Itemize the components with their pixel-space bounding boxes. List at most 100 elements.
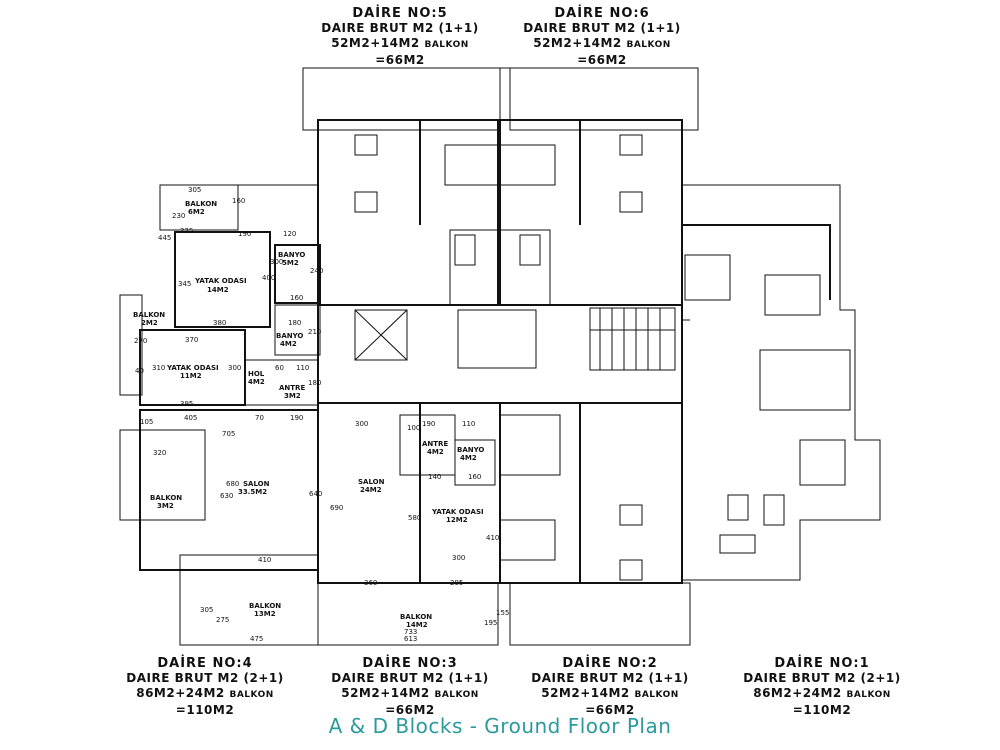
dim-label: 40 xyxy=(135,367,144,375)
apartment-number: DAİRE NO:4 xyxy=(157,656,253,671)
dim-label: 295 xyxy=(450,579,463,587)
apartment-number: DAİRE NO:6 xyxy=(554,6,650,21)
apartment-total: =110M2 xyxy=(792,703,852,717)
room-banyo-4-area: 4M2 xyxy=(280,340,297,348)
room-antre-3: ANTRE xyxy=(279,384,305,392)
dim-label: 120 xyxy=(283,230,296,238)
top-balcony-left xyxy=(302,67,501,131)
room-banyo-5: BANYO xyxy=(278,251,305,259)
dim-label: 690 xyxy=(330,504,343,512)
top-balcony-right xyxy=(509,67,699,131)
room-balkon-3-area: 3M2 xyxy=(157,502,174,510)
dim-label: 395 xyxy=(180,400,193,408)
dim-label: 345 xyxy=(178,280,191,288)
dim-label: 180 xyxy=(288,319,301,327)
room-banyo-5-area: 5M2 xyxy=(282,259,299,267)
plan-caption: A & D Blocks - Ground Floor Plan xyxy=(328,714,672,738)
dim-label: 733 xyxy=(404,628,417,636)
apartment-area: 86M2+24M2 xyxy=(753,686,842,700)
apartment-6-outline xyxy=(499,119,683,306)
apartment-area: 52M2+14M2 xyxy=(533,36,622,50)
kitchen-right xyxy=(759,349,851,411)
dim-label: 225 xyxy=(180,227,193,235)
dim-label: 105 xyxy=(140,418,153,426)
room-antre-4: ANTRE xyxy=(422,440,448,448)
apartment-gross: DAIRE BRUT M2 (1+1) xyxy=(321,21,479,35)
room-antre-3-area: 3M2 xyxy=(284,392,301,400)
dim-label: 400 xyxy=(262,274,275,282)
apartment-balcony: BALKON xyxy=(229,690,274,700)
room-yatak-14-area: 14M2 xyxy=(207,286,229,294)
dim-label: 190 xyxy=(238,230,251,238)
dim-label: 380 xyxy=(213,319,226,327)
dim-label: 630 xyxy=(220,492,233,500)
room-balkon-6: BALKON xyxy=(185,200,217,208)
apartment-balcony: BALKON xyxy=(846,690,891,700)
dim-label: 160 xyxy=(232,197,245,205)
room-salon-335: SALON xyxy=(243,480,270,488)
apartment-5-outline xyxy=(317,119,499,306)
apartment-balcony: BALKON xyxy=(424,40,469,50)
dim-label: 305 xyxy=(188,186,201,194)
apartment-label-6: DAİRE NO:6 DAIRE BRUT M2 (1+1) 52M2+14M2… xyxy=(502,6,702,68)
dim-label: 155 xyxy=(496,609,509,617)
apartment-label-1: DAİRE NO:1 DAIRE BRUT M2 (2+1) 86M2+24M2… xyxy=(722,656,922,718)
dim-label: 705 xyxy=(222,430,235,438)
apartment-area: 52M2+14M2 xyxy=(341,686,430,700)
dim-label: 405 xyxy=(184,414,197,422)
dim-label: 300 xyxy=(228,364,241,372)
room-balkon-14: BALKON xyxy=(400,613,432,621)
dim-label: 195 xyxy=(484,619,497,627)
dim-label: 180 xyxy=(308,379,321,387)
dim-label: 300 xyxy=(452,554,465,562)
apartment-gross: DAIRE BRUT M2 (1+1) xyxy=(523,21,681,35)
dim-label: 140 xyxy=(428,473,441,481)
dim-label: 70 xyxy=(255,414,264,422)
room-salon-24: SALON xyxy=(358,478,385,486)
dim-label: 160 xyxy=(468,473,481,481)
apartment-balcony: BALKON xyxy=(626,40,671,50)
balkon-14-area xyxy=(317,582,499,646)
apartment-number: DAİRE NO:5 xyxy=(352,6,448,21)
apartment-label-3: DAİRE NO:3 DAIRE BRUT M2 (1+1) 52M2+14M2… xyxy=(310,656,510,718)
room-banyo-4: BANYO xyxy=(276,332,303,340)
dim-label: 300 xyxy=(355,420,368,428)
room-balkon-13-area: 13M2 xyxy=(254,610,276,618)
apartment-label-4: DAİRE NO:4 DAIRE BRUT M2 (2+1) 86M2+24M2… xyxy=(105,656,305,718)
dim-label: 300 xyxy=(270,258,283,266)
room-yatak-11: YATAK ODASI xyxy=(166,364,219,372)
room-hol-area: 4M2 xyxy=(248,378,265,386)
dim-label: 100 xyxy=(407,424,420,432)
apartment-balcony: BALKON xyxy=(434,690,479,700)
room-hol: HOL xyxy=(248,370,265,378)
room-yatak-14: YATAK ODASI xyxy=(194,277,247,285)
apartment-area: 52M2+14M2 xyxy=(541,686,630,700)
apartment-balcony: BALKON xyxy=(634,690,679,700)
dim-label: 110 xyxy=(296,364,309,372)
apartment-gross: DAIRE BRUT M2 (1+1) xyxy=(331,671,489,685)
bedroom-14 xyxy=(174,231,271,328)
apartment-number: DAİRE NO:3 xyxy=(362,656,458,671)
room-balkon-6-area: 6M2 xyxy=(188,208,205,216)
dim-label: 110 xyxy=(462,420,475,428)
bathroom-5 xyxy=(274,244,321,304)
dim-label: 310 xyxy=(152,364,165,372)
apartment-total: =110M2 xyxy=(175,703,235,717)
stair-core xyxy=(317,304,683,404)
staircase xyxy=(589,307,676,371)
room-yatak-11-area: 11M2 xyxy=(180,372,202,380)
room-yatak-12-area: 12M2 xyxy=(446,516,468,524)
room-balkon-2: BALKON xyxy=(133,311,165,319)
room-antre-4-area: 4M2 xyxy=(427,448,444,456)
room-salon-335-area: 33.5M2 xyxy=(238,488,267,496)
dim-label: 240 xyxy=(310,267,323,275)
room-yatak-12: YATAK ODASI xyxy=(431,508,484,516)
apartment-gross: DAIRE BRUT M2 (1+1) xyxy=(531,671,689,685)
dim-label: 160 xyxy=(290,294,303,302)
room-balkon-3: BALKON xyxy=(150,494,182,502)
apartment-number: DAİRE NO:1 xyxy=(774,656,870,671)
apartment-area: 86M2+24M2 xyxy=(136,686,225,700)
apartment-area: 52M2+14M2 xyxy=(331,36,420,50)
dim-label: 580 xyxy=(408,514,421,522)
